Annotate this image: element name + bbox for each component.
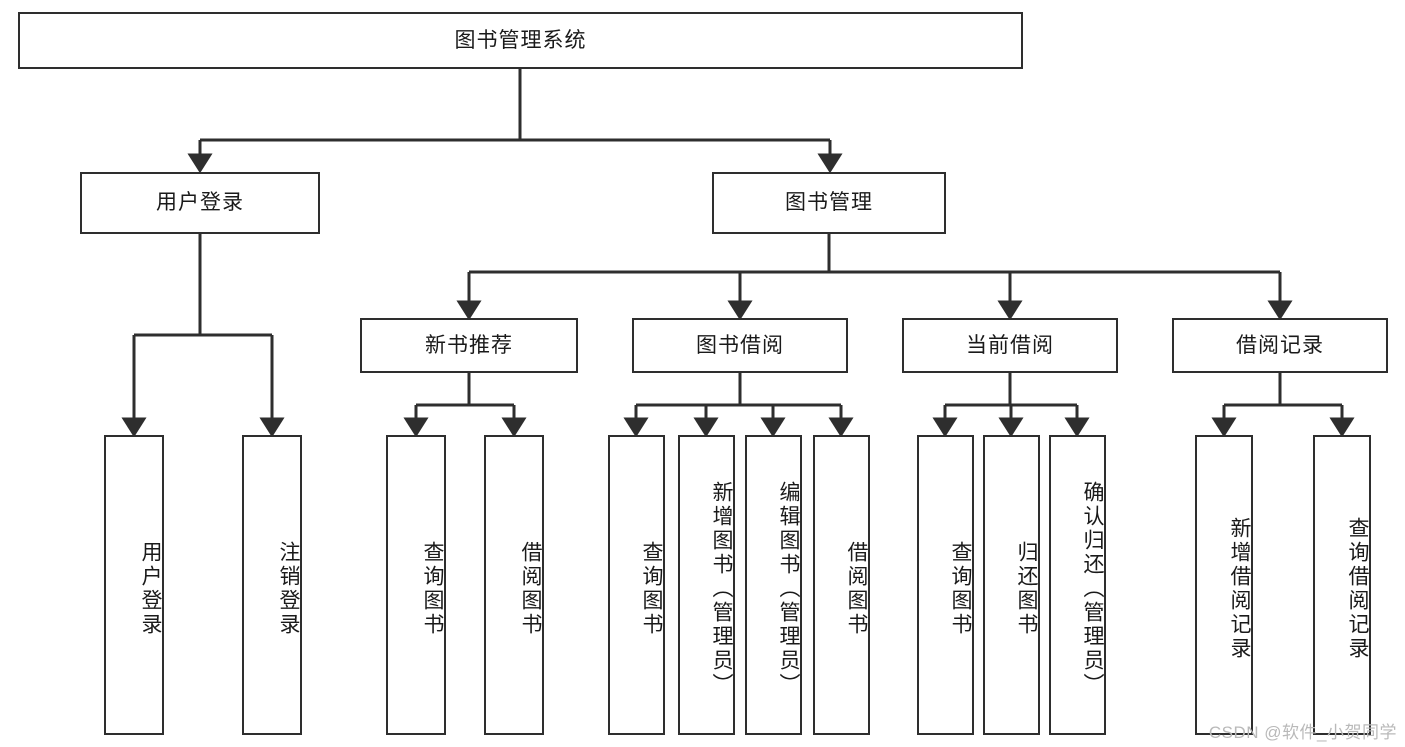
node-root-label: 图书管理系统 <box>454 28 587 52</box>
node-leaf-query-book-1-label: 查询图书 <box>421 541 444 637</box>
node-root[interactable]: 图书管理系统 <box>18 12 1023 69</box>
node-leaf-user-login-label: 用户登录 <box>139 541 162 637</box>
node-leaf-add-record[interactable]: 新增借阅记录 <box>1195 435 1253 735</box>
node-user-login-label: 用户登录 <box>156 191 244 215</box>
node-leaf-add-book-label: 新增图书（管理员） <box>710 481 733 697</box>
node-leaf-add-book[interactable]: 新增图书（管理员） <box>678 435 735 735</box>
node-leaf-edit-book[interactable]: 编辑图书（管理员） <box>745 435 802 735</box>
node-leaf-query-book-3-label: 查询图书 <box>949 541 972 637</box>
node-leaf-return-book[interactable]: 归还图书 <box>983 435 1040 735</box>
node-current-borrow[interactable]: 当前借阅 <box>902 318 1118 373</box>
node-leaf-logout[interactable]: 注销登录 <box>242 435 302 735</box>
node-book-borrow-label: 图书借阅 <box>696 333 784 357</box>
node-new-book-recommend[interactable]: 新书推荐 <box>360 318 578 373</box>
node-borrow-record[interactable]: 借阅记录 <box>1172 318 1388 373</box>
node-leaf-add-record-label: 新增借阅记录 <box>1228 517 1251 661</box>
node-book-manage-label: 图书管理 <box>785 191 873 215</box>
node-new-book-recommend-label: 新书推荐 <box>425 333 513 357</box>
node-leaf-logout-label: 注销登录 <box>277 541 300 637</box>
node-leaf-return-book-label: 归还图书 <box>1015 541 1038 637</box>
node-book-borrow[interactable]: 图书借阅 <box>632 318 848 373</box>
watermark: CSDN @软件_小贺同学 <box>1208 723 1397 742</box>
node-leaf-query-book-1[interactable]: 查询图书 <box>386 435 446 735</box>
node-leaf-edit-book-label: 编辑图书（管理员） <box>777 481 800 697</box>
node-leaf-user-login[interactable]: 用户登录 <box>104 435 164 735</box>
node-leaf-borrow-book-2[interactable]: 借阅图书 <box>813 435 870 735</box>
node-leaf-borrow-book-1-label: 借阅图书 <box>519 541 542 637</box>
node-leaf-borrow-book-1[interactable]: 借阅图书 <box>484 435 544 735</box>
node-book-manage[interactable]: 图书管理 <box>712 172 946 234</box>
node-leaf-query-record[interactable]: 查询借阅记录 <box>1313 435 1371 735</box>
node-leaf-confirm-return[interactable]: 确认归还（管理员） <box>1049 435 1106 735</box>
node-current-borrow-label: 当前借阅 <box>966 333 1054 357</box>
node-borrow-record-label: 借阅记录 <box>1236 333 1324 357</box>
node-leaf-query-record-label: 查询借阅记录 <box>1346 517 1369 661</box>
node-leaf-query-book-2-label: 查询图书 <box>640 541 663 637</box>
node-leaf-query-book-2[interactable]: 查询图书 <box>608 435 665 735</box>
node-leaf-borrow-book-2-label: 借阅图书 <box>845 541 868 637</box>
node-user-login[interactable]: 用户登录 <box>80 172 320 234</box>
node-leaf-confirm-return-label: 确认归还（管理员） <box>1081 481 1104 697</box>
node-leaf-query-book-3[interactable]: 查询图书 <box>917 435 974 735</box>
